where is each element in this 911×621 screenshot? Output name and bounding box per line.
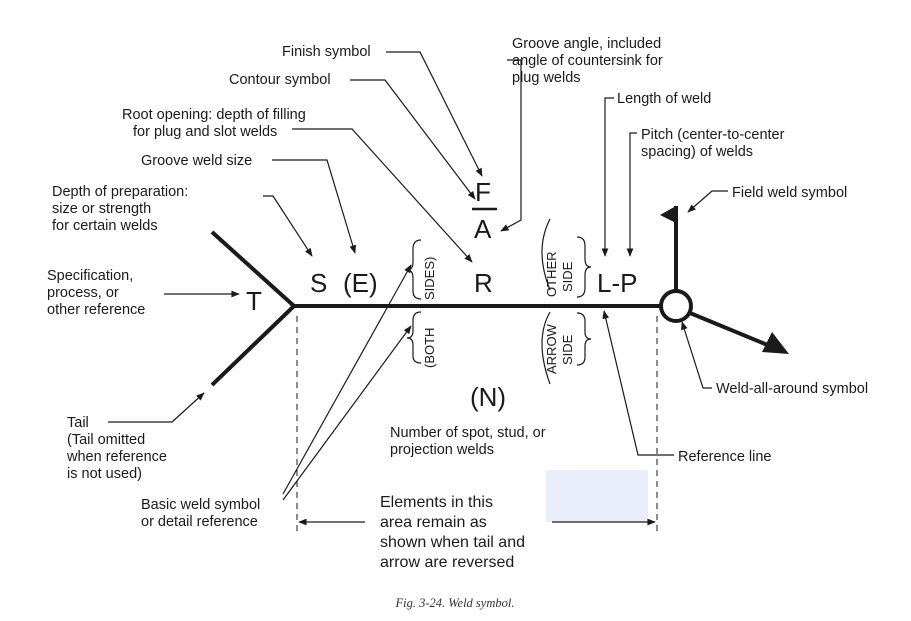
basic-leader-2	[282, 325, 412, 501]
figure-caption: Fig. 3-24. Weld symbol.	[395, 596, 515, 610]
symbol-s: S	[310, 268, 327, 298]
tail-label-1: Tail	[67, 415, 89, 431]
weld-all-around-leader	[681, 321, 712, 389]
pitch-label-1: Pitch (center-to-center	[641, 127, 785, 143]
reference-line-leader	[602, 310, 674, 456]
elements-label-3: shown when tail and	[380, 534, 525, 551]
spec-label-3: other reference	[47, 302, 145, 318]
pitch-label-2: spacing) of welds	[641, 144, 753, 160]
tail-leader	[108, 392, 205, 423]
groove-size-label: Groove weld size	[141, 153, 252, 169]
finish-leader	[386, 51, 483, 177]
spec-label-2: process, or	[47, 285, 119, 301]
arrow-side-paren-left	[541, 311, 551, 385]
spec-label-1: Specification,	[47, 268, 133, 284]
number-label-1: Number of spot, stud, or	[390, 425, 546, 441]
other-side-paren-left	[541, 218, 551, 291]
tail-label-4: is not used)	[67, 466, 142, 482]
root-leader	[292, 128, 473, 263]
number-label-2: projection welds	[390, 442, 494, 458]
field-flag	[660, 206, 676, 223]
tail-lower-line	[210, 304, 296, 387]
groove-size-leader	[272, 159, 357, 254]
other-side-brace	[576, 236, 592, 298]
root-label-2: for plug and slot welds	[133, 124, 277, 140]
pitch-leader	[626, 132, 637, 257]
arrow-head	[762, 332, 789, 354]
weld-all-around-circle	[659, 289, 693, 323]
contour-label: Contour symbol	[229, 72, 331, 88]
weld-all-around-label: Weld-all-around symbol	[716, 381, 868, 397]
depth-label-2: size or strength	[52, 201, 151, 217]
length-label: Length of weld	[617, 91, 711, 107]
depth-leader	[263, 195, 313, 257]
depth-label-1: Depth of preparation:	[52, 184, 188, 200]
finish-label: Finish symbol	[282, 44, 371, 60]
symbol-e: (E)	[343, 268, 378, 298]
sides-label: SIDES)	[422, 257, 437, 300]
groove-angle-label-3: plug welds	[512, 70, 581, 86]
basic-label-2: or detail reference	[141, 514, 258, 530]
arrow-side-brace	[576, 312, 592, 366]
symbol-t: T	[246, 286, 262, 316]
elements-label-4: arrow are reversed	[380, 554, 514, 571]
groove-angle-leader	[500, 59, 522, 232]
contour-leader	[350, 79, 476, 200]
sides-brace-lower	[406, 311, 422, 364]
arrow-side-label-1: ARROW	[544, 323, 559, 374]
basic-leader-1	[282, 264, 412, 495]
field-weld-leader	[687, 190, 728, 213]
tail-label-3: when reference	[66, 449, 167, 465]
arrow-line	[689, 311, 771, 348]
basic-label-1: Basic weld symbol	[141, 497, 260, 513]
tail-upper-line	[210, 230, 296, 308]
root-label-1: Root opening: depth of filling	[122, 107, 306, 123]
both-label: (BOTH	[422, 328, 437, 368]
depth-label-3: for certain welds	[52, 218, 158, 234]
symbol-n: (N)	[470, 382, 506, 412]
symbol-f: F	[475, 177, 491, 207]
groove-angle-label-1: Groove angle, included	[512, 36, 661, 52]
arrow-side-label-2: SIDE	[560, 334, 575, 365]
elements-label-2: area remain as	[380, 514, 487, 531]
length-leader	[601, 97, 614, 257]
symbol-a: A	[474, 214, 492, 244]
other-side-label-2: SIDE	[560, 261, 575, 292]
symbol-l-p: L-P	[597, 268, 637, 298]
highlight-box	[546, 470, 648, 522]
reference-line-label: Reference line	[678, 449, 772, 465]
field-weld-label: Field weld symbol	[732, 185, 847, 201]
tail-label-2: (Tail omitted	[67, 432, 145, 448]
symbol-r: R	[474, 268, 493, 298]
groove-angle-label-2: angle of countersink for	[512, 53, 663, 69]
elements-label-1: Elements in this	[380, 494, 493, 511]
other-side-label-1: OTHER	[544, 252, 559, 298]
